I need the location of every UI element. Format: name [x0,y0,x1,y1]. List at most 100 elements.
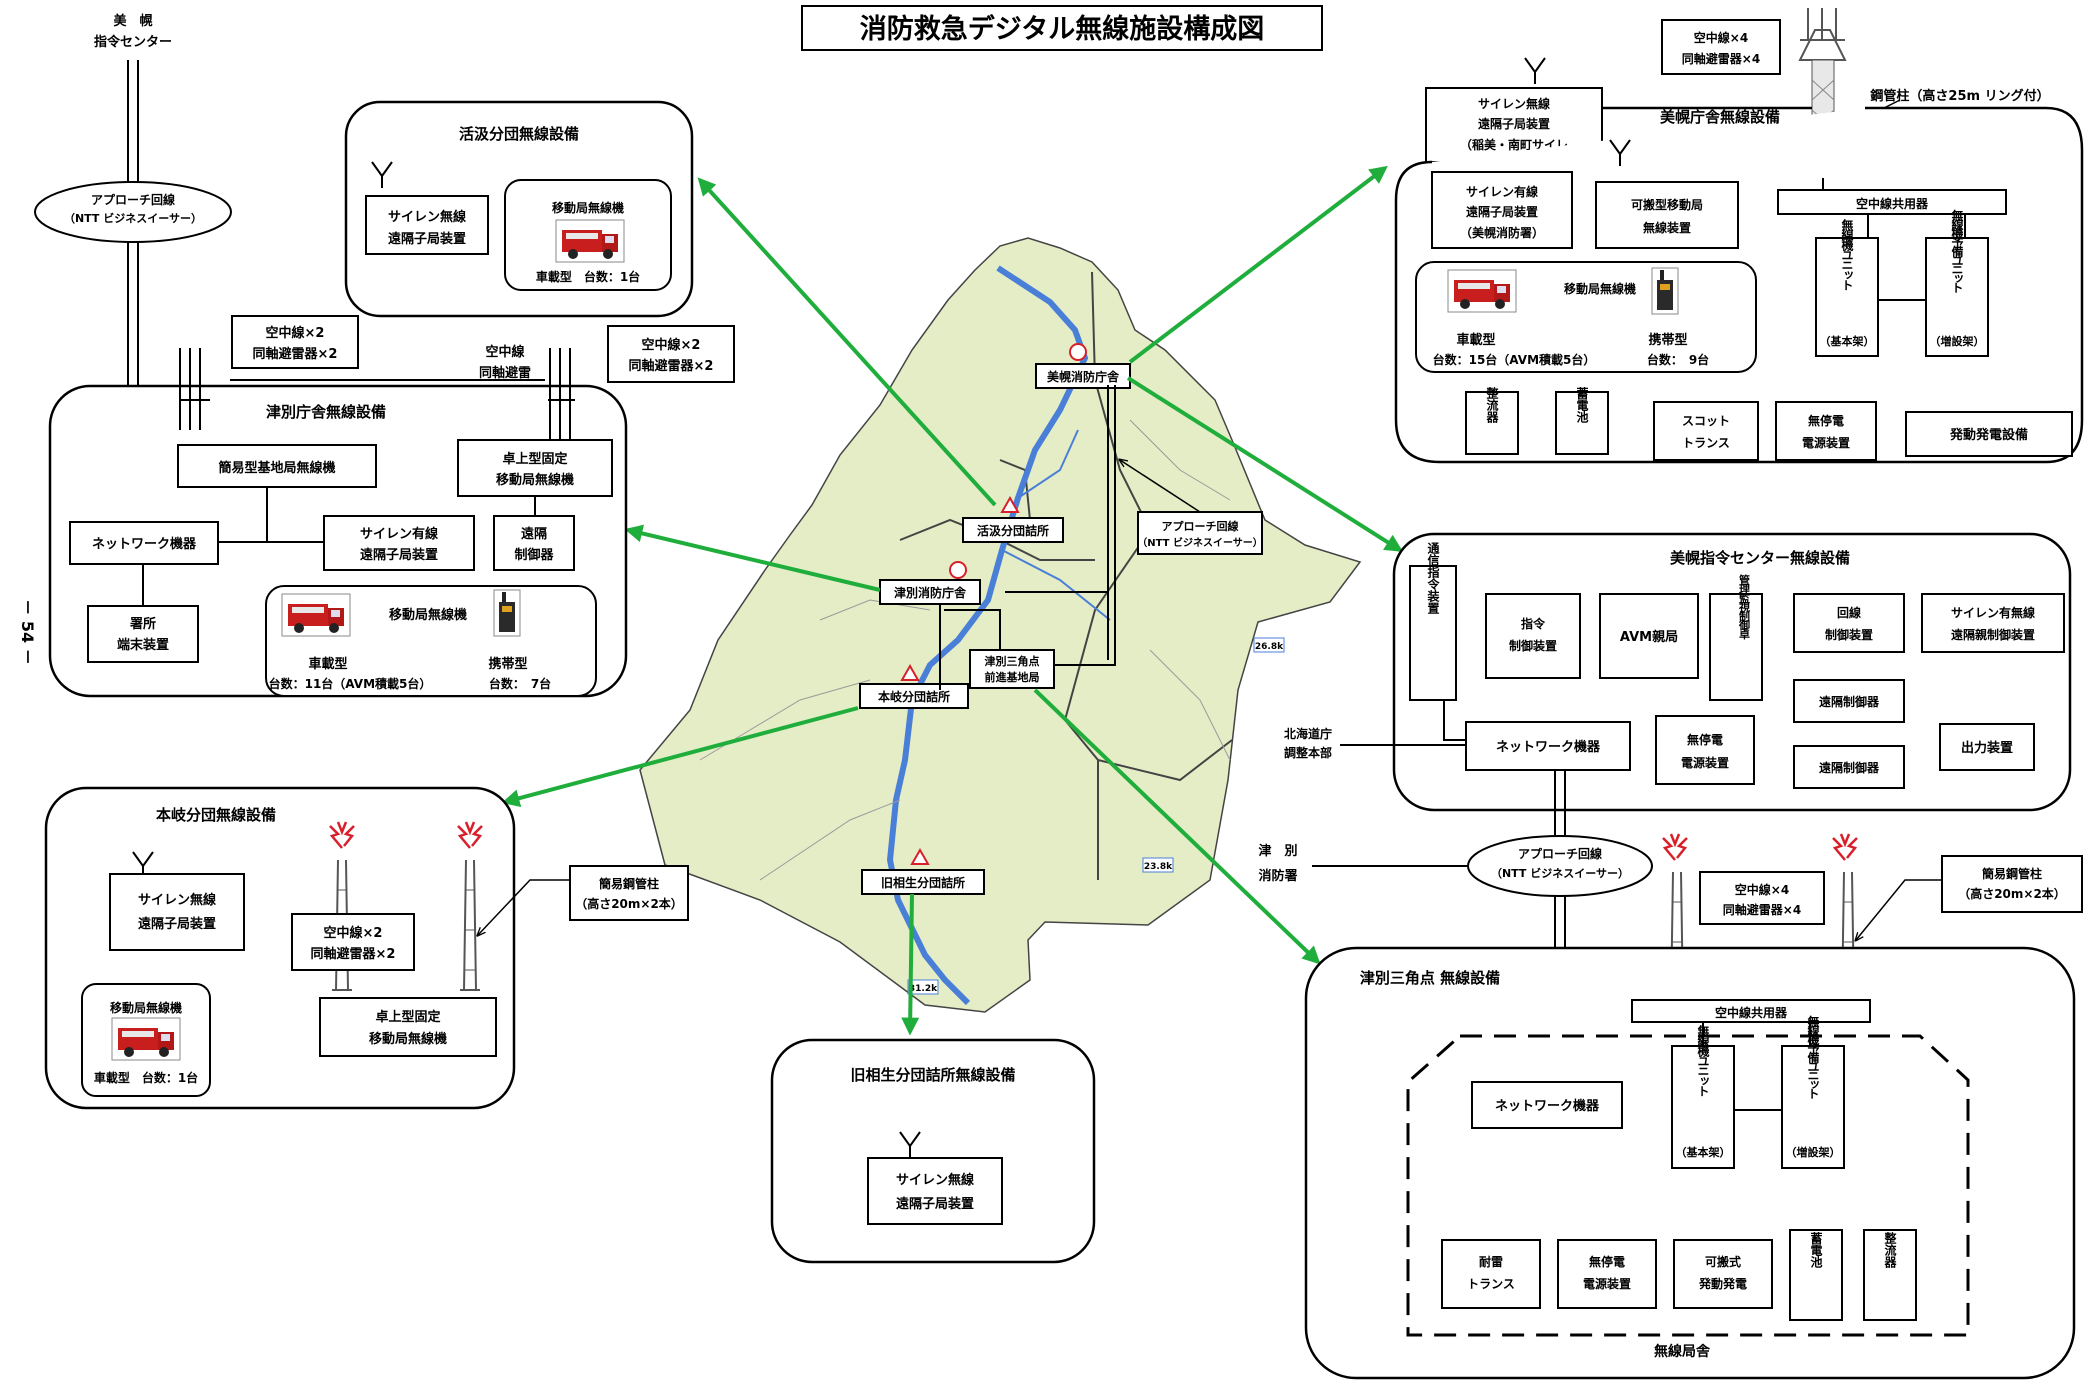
svg-text:整流器: 整流器 [1883,1231,1897,1269]
svg-text:電源装置: 電源装置 [1583,1276,1631,1291]
svg-text:トランス: トランス [1467,1277,1515,1291]
svg-text:移動局無線機: 移動局無線機 [389,607,467,623]
svg-text:前進基地局: 前進基地局 [985,670,1040,684]
svg-text:制御装置: 制御装置 [1825,627,1873,642]
svg-text:同軸避雷: 同軸避雷 [479,365,531,381]
svg-text:無線装置: 無線装置 [1643,220,1691,235]
svg-text:台数： 9台: 台数： 9台 [1647,352,1709,367]
sankaku-unit2-box [1781,1045,1845,1169]
svg-text:卓上型固定: 卓上型固定 [375,1009,440,1025]
map-roads [699,419,1231,881]
honki-pole-box [569,865,689,921]
svg-text:空中線×2: 空中線×2 [642,337,701,353]
sankaku-gen-box [1673,1239,1773,1309]
sankaku-network-box [1471,1081,1623,1129]
sankaku-group: 津別三角点 無線設備 空中線共用器 ネットワーク機器 無線機ユニット （基本架）… [1304,946,2076,1380]
svg-text:携帯型: 携帯型 [488,656,527,672]
svg-text:空中線×2: 空中線×2 [266,325,325,341]
svg-text:端末装置: 端末装置 [117,637,169,653]
svg-text:サイレン無線: サイレン無線 [138,892,217,908]
bihoro-scott-box [1653,401,1759,461]
svg-text:（美幌消防署）: （美幌消防署） [1460,225,1544,240]
svg-text:26.8k: 26.8k [1255,642,1284,652]
tsubetsu-desk-box [457,439,613,497]
svg-text:同軸避雷器×4: 同軸避雷器×4 [1682,51,1760,66]
bihoro-center-group: 美幌指令センター無線設備 通信指令装置 指令 制御装置 AVM親局 管理監視制御… [1284,532,2072,812]
svg-text:蓄電池: 蓄電池 [1575,386,1589,424]
svg-text:整流器: 整流器 [1485,386,1499,424]
svg-text:（NTT ビジネスイーサー）: （NTT ビジネスイーサー） [1491,866,1629,880]
bihoro-rectifier-box [1465,391,1519,455]
svg-text:可搬式: 可搬式 [1705,1254,1741,1269]
svg-text:台数：15台（AVM積載5台）: 台数：15台（AVM積載5台） [1433,352,1596,367]
svg-text:無停電: 無停電 [1687,732,1723,747]
sankaku-title: 津別三角点 無線設備 [1360,969,1500,987]
antenna-icon [1524,57,1546,85]
center-line-box [1793,593,1905,653]
bihoro-portable-box [1595,181,1739,249]
svg-text:サイレン無線: サイレン無線 [896,1172,975,1188]
fire-truck-icon [281,593,351,637]
page-number: － 54 － [18,599,37,664]
svg-text:同軸避雷器×4: 同軸避雷器×4 [1723,902,1801,917]
svg-text:トランス: トランス [1682,436,1730,450]
center-ups-box [1655,715,1755,785]
kappo-group: 活汲分団無線設備 サイレン無線 遠隔子局装置 移動局無線機 車載型 台数：1台 [344,100,694,318]
center-output-box [1939,723,2035,771]
svg-text:23.8k: 23.8k [1144,862,1173,872]
bihoro-ups-box [1775,401,1877,461]
svg-text:携帯型: 携帯型 [1648,332,1687,348]
center-network-box [1465,721,1631,771]
fire-truck-icon [1447,269,1517,313]
svg-text:移動局無線機: 移動局無線機 [369,1031,447,1047]
svg-text:署所: 署所 [130,616,156,632]
sankaku-battery-box [1789,1229,1843,1321]
tsubetsu-remote-box [493,515,575,571]
svg-text:無線機ユニット: 無線機ユニット [1696,1024,1710,1097]
svg-text:車載型 台数：1台: 車載型 台数：1台 [94,1070,198,1085]
svg-text:移動局無線機: 移動局無線機 [1564,281,1636,296]
svg-text:制御器: 制御器 [514,547,554,563]
sankaku-trans-box [1441,1239,1541,1309]
fire-truck-icon [555,219,625,263]
map-approach-route [939,385,1116,690]
right-pole-box [1941,855,2083,913]
svg-text:（基本架）: （基本架） [1820,334,1875,348]
svg-text:車載型 台数：1台: 車載型 台数：1台 [536,269,640,284]
fire-truck-icon [111,1017,181,1061]
svg-text:旧相生分団詰所: 旧相生分団詰所 [881,875,965,890]
sankaku-unit1-box [1671,1045,1735,1169]
svg-text:（増設架）: （増設架） [1930,334,1985,348]
svg-text:空中線: 空中線 [485,344,525,360]
svg-text:遠隔子局装置: 遠隔子局装置 [138,916,216,932]
bihoro-unit1-box [1815,237,1879,357]
title-frame [801,5,1323,51]
svg-text:同軸避雷器×2: 同軸避雷器×2 [629,358,714,374]
svg-text:（高さ20m×2本）: （高さ20m×2本） [1958,886,2066,901]
center-cmd-box [1485,593,1581,679]
svg-text:サイレン無線: サイレン無線 [1478,96,1550,111]
svg-text:空中線×4: 空中線×4 [1735,882,1789,897]
svg-text:簡易鋼管柱: 簡易鋼管柱 [599,876,659,891]
bihoro-battery-box [1555,391,1609,455]
svg-text:電源装置: 電源装置 [1802,435,1850,450]
svg-text:簡易鋼管柱: 簡易鋼管柱 [1982,866,2042,881]
map-km-markers: 26.8k 23.8k 31.2k [907,637,1285,995]
map-approach-pointer [1120,460,1201,513]
radio-wave-icon [1831,832,1859,862]
approach-ellipse-right [1467,835,1653,897]
svg-text:美幌消防庁舎: 美幌消防庁舎 [1047,369,1120,384]
svg-text:アプローチ回線: アプローチ回線 [1162,519,1239,533]
svg-text:無線局舎: 無線局舎 [1654,1343,1711,1360]
svg-text:無線機予備ユニット: 無線機予備ユニット [1806,1014,1820,1099]
svg-text:発動発電設備: 発動発電設備 [1949,427,2028,443]
map-border [899,271,1233,880]
bihoro-wired-box [1431,171,1573,249]
svg-text:（NTT ビジネスイーサー）: （NTT ビジネスイーサー） [1137,536,1263,549]
map-label-approach: アプローチ回線 （NTT ビジネスイーサー） [1137,511,1263,555]
honki-group: 本岐分団無線設備 サイレン無線 遠隔子局装置 空中線×2 同軸避雷器×2 簡易鋼… [44,786,689,1110]
center-label-2: 指令センター [94,34,172,50]
center-siren-box [1921,593,2065,653]
map-label-kappo: 活汲分団詰所 [962,495,1064,543]
svg-text:（高さ20m×2本）: （高さ20m×2本） [575,896,683,911]
